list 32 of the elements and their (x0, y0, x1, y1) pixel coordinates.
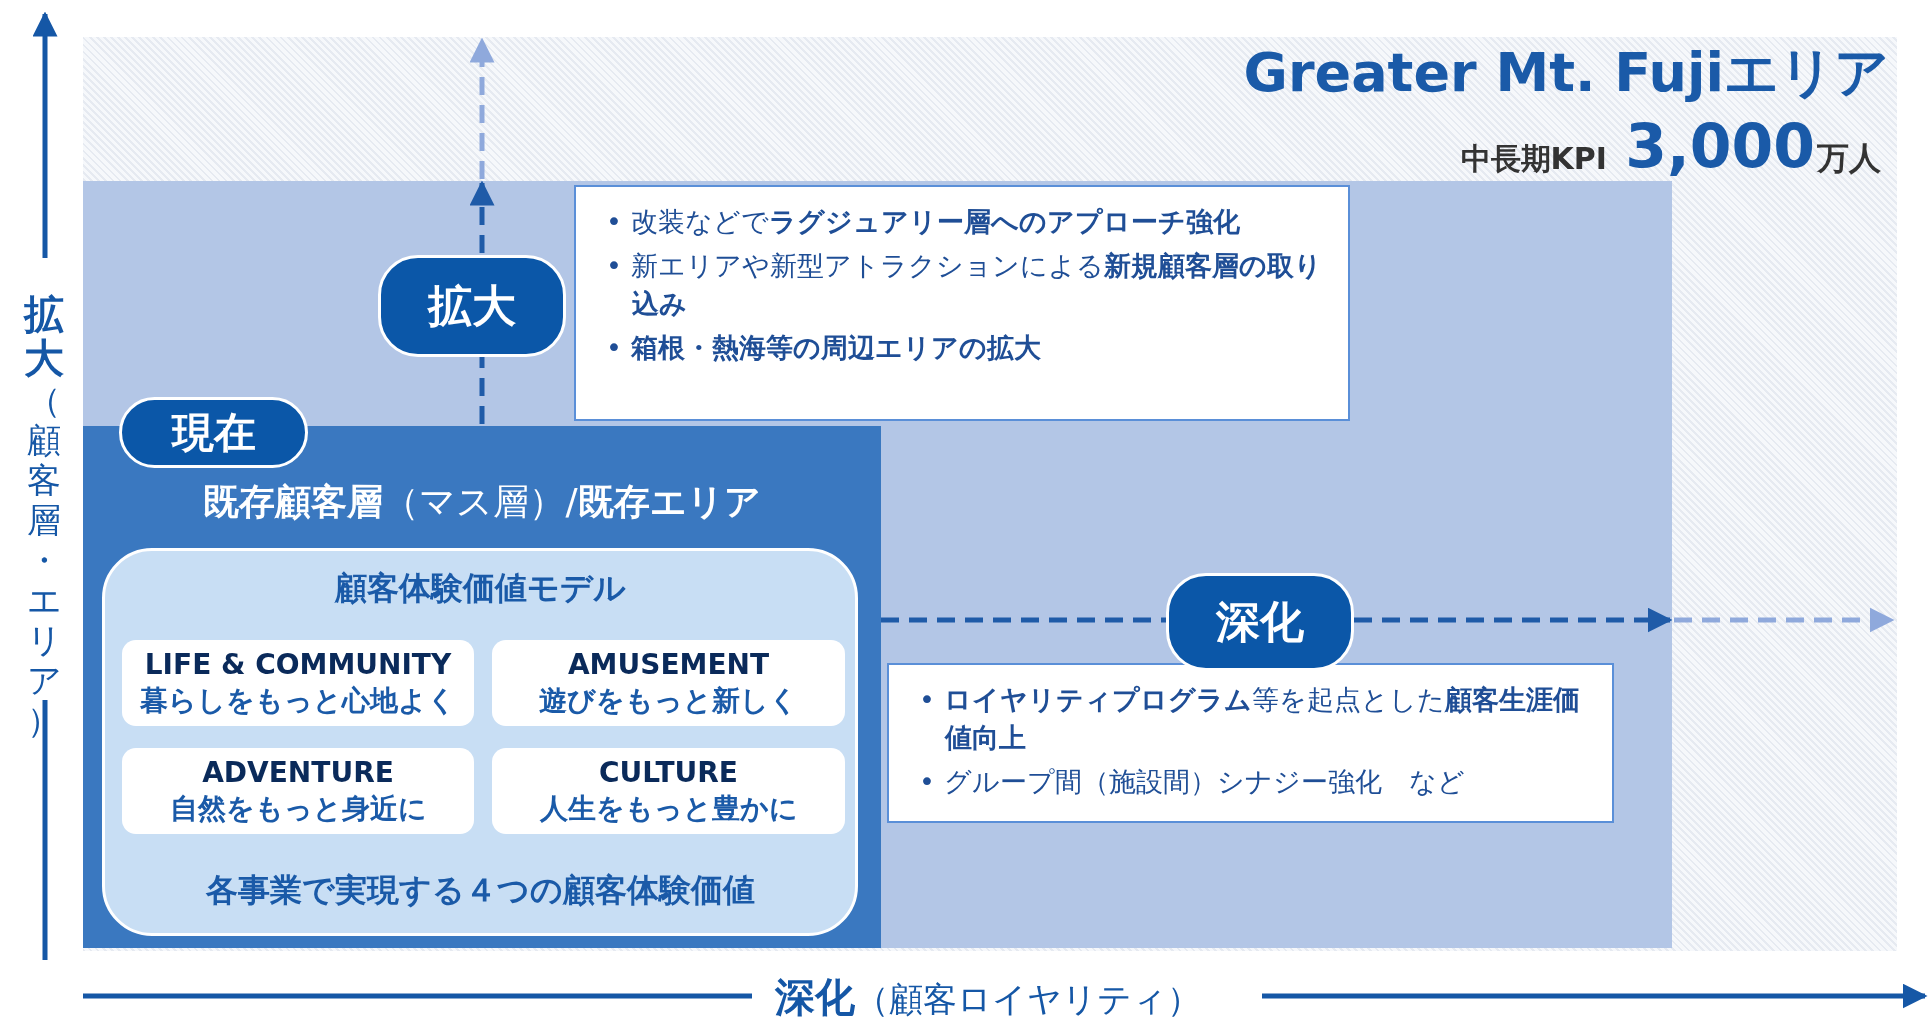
axis-label: 拡大 (24, 292, 65, 380)
kpi-label: 中長期KPI (1460, 140, 1607, 178)
expansion-area-panel (83, 181, 1672, 948)
bullet-list-box (574, 185, 1350, 421)
kpi-value: 3,000 (1625, 111, 1815, 181)
bullet-text: • グループ間（施設間）シナジー強化 など (919, 765, 1466, 799)
axis-label: 深化 (775, 974, 855, 1019)
model-title: 顧客体験価値モデル (333, 568, 627, 609)
bullet-text: • 箱根・熱海等の周辺エリアの拡大 (606, 331, 1042, 365)
value-card: LIFE & COMMUNITY 暮らしをもっと心地よく (122, 640, 474, 726)
bullet-list-box (887, 663, 1614, 823)
axis-label: （顧客ロイヤリティ） (855, 979, 1201, 1019)
area-panel (83, 37, 1897, 951)
model-caption: 各事業で実現する４つの顧客体験価値 (204, 870, 756, 911)
bullet-text: • ロイヤリティプログラム等を起点とした顧客生涯価値向上 (919, 683, 1581, 755)
area-heading: 既存顧客層（マス層）/既存エリア (202, 480, 762, 524)
value-card: ADVENTURE 自然をもっと身近に (122, 748, 474, 834)
area-title: Greater Mt. Fujiエリア (1243, 40, 1889, 106)
dashed-arrow (469, 180, 495, 253)
stage-badge: 現在 (119, 397, 308, 468)
model-panel (102, 548, 858, 936)
axis-label: （顧客層・エリア） (27, 380, 63, 740)
value-card: CULTURE 人生をもっと豊かに (492, 748, 845, 834)
stage-badge: 拡大 (378, 255, 566, 357)
value-card: AMUSEMENT 遊びをもっと新しく (492, 640, 845, 726)
dashed-arrow (1674, 607, 1895, 633)
dashed-arrow (469, 37, 495, 179)
bullet-text: • 改装などでラグジュアリー層へのアプローチ強化 (606, 205, 1241, 239)
dashed-arrow (1354, 607, 1673, 633)
stage-badge: 深化 (1166, 573, 1354, 671)
bullet-text: • 新エリアや新型アトラクションによる新規顧客層の取り込み (606, 249, 1323, 321)
kpi-unit: 万人 (1817, 138, 1881, 179)
